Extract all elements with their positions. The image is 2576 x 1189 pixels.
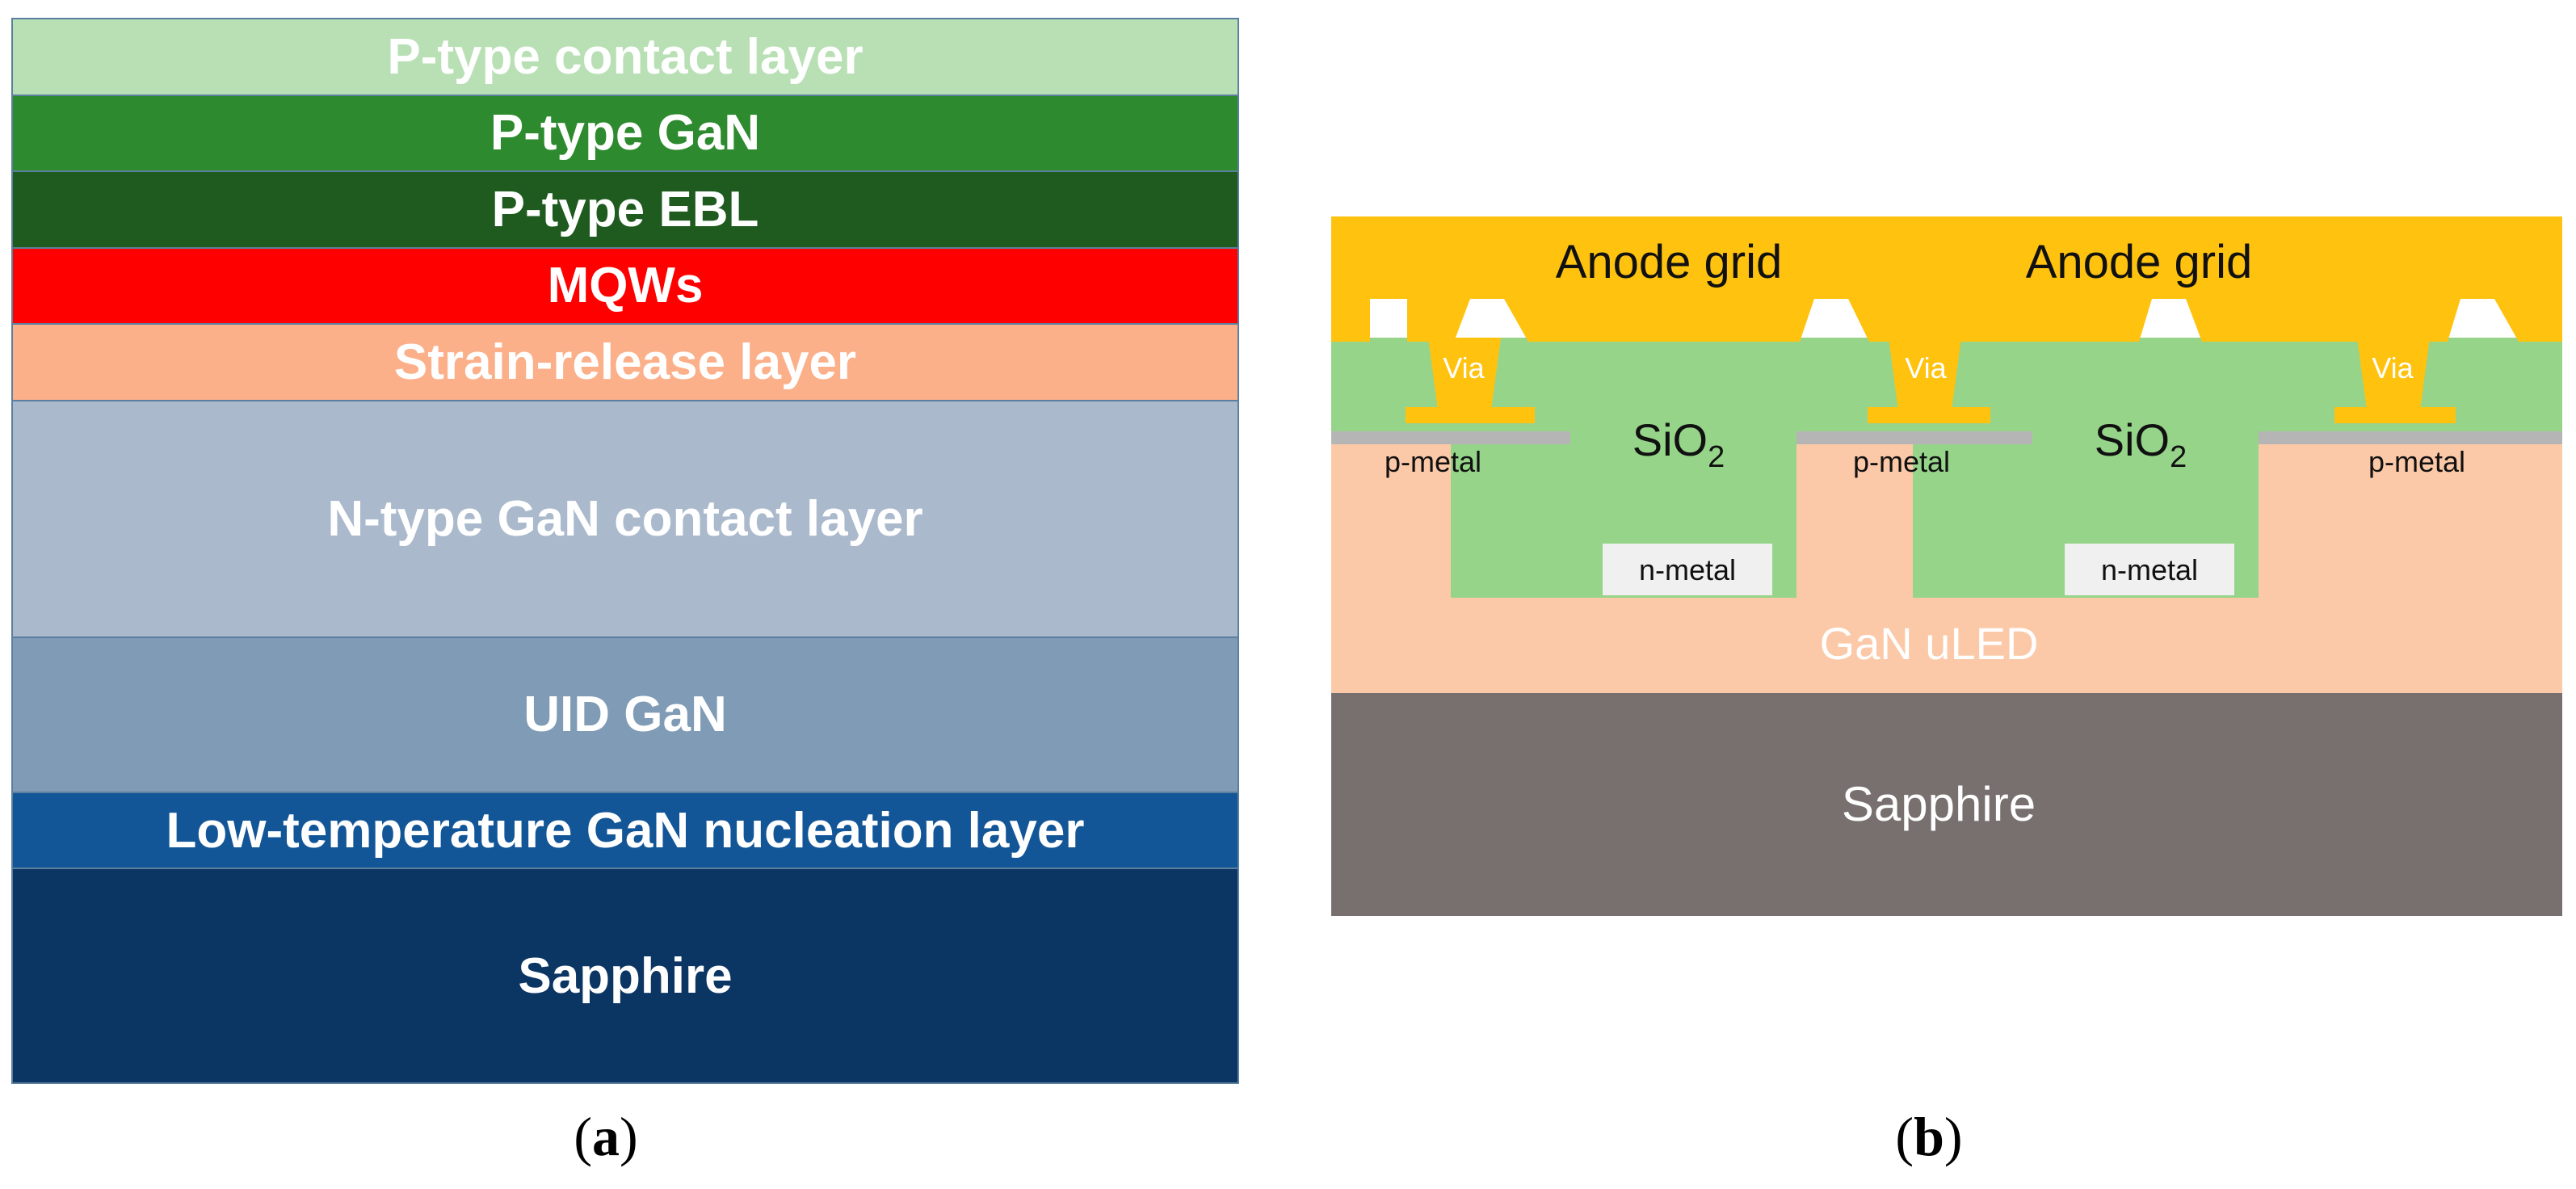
gan-uled-label: GaN uLED	[1820, 618, 2039, 669]
sapphire-substrate	[1331, 693, 2562, 916]
p-metal-label: p-metal	[1385, 445, 1481, 478]
layer-strain-release-layer: Strain-release layer	[13, 325, 1238, 401]
layer-low-temperature-gan-nucleation-layer: Low-temperature GaN nucleation layer	[13, 792, 1238, 870]
p-metal-contact	[1796, 431, 2032, 444]
sio2-label: SiO2	[2095, 414, 2187, 474]
p-metal-label: p-metal	[1853, 445, 1950, 478]
panel-a-caption: (a)	[574, 1106, 638, 1167]
uled-cross-section: Anode grid Anode grid Via Via Via p-meta…	[1331, 216, 2562, 916]
n-metal-label: n-metal	[2101, 553, 2198, 586]
via-label: Via	[2372, 351, 2414, 384]
via-label: Via	[1905, 351, 1947, 384]
n-metal-contact	[2065, 544, 2234, 595]
sapphire-label: Sapphire	[1842, 777, 2036, 831]
layer-sapphire: Sapphire	[13, 869, 1238, 1083]
layer-p-type-gan: P-type GaN	[13, 95, 1238, 173]
layer-uid-gan: UID GaN	[13, 638, 1238, 793]
anode-grid-label: Anode grid	[1556, 236, 1783, 288]
via-pad	[1406, 407, 1535, 423]
via-left	[1428, 338, 1501, 410]
via-label: Via	[1443, 351, 1485, 384]
anode-grid-band	[1331, 216, 2562, 342]
sio2-fill-right	[1913, 338, 2259, 598]
sio2-label: SiO2	[1633, 414, 1725, 474]
layer-n-type-gan-contact-layer: N-type GaN contact layer	[13, 401, 1238, 639]
panel-b-caption: (b)	[1895, 1106, 1963, 1167]
layer-mqws: MQWs	[13, 248, 1238, 326]
n-metal-label: n-metal	[1639, 553, 1736, 586]
via-center	[1889, 338, 1961, 410]
p-metal-label: p-metal	[2368, 445, 2465, 478]
via-pad	[2334, 407, 2456, 423]
n-metal-contact	[1603, 544, 1772, 595]
layer-p-type-contact-layer: P-type contact layer	[13, 19, 1238, 96]
sio2-fill-left	[1451, 338, 1796, 598]
via-pad	[1868, 407, 1990, 423]
p-metal-contact	[2259, 431, 2562, 444]
anode-grid-label: Anode grid	[2026, 236, 2253, 288]
layer-p-type-ebl: P-type EBL	[13, 172, 1238, 249]
p-metal-contact	[1331, 431, 1570, 444]
via-right	[2357, 338, 2430, 410]
